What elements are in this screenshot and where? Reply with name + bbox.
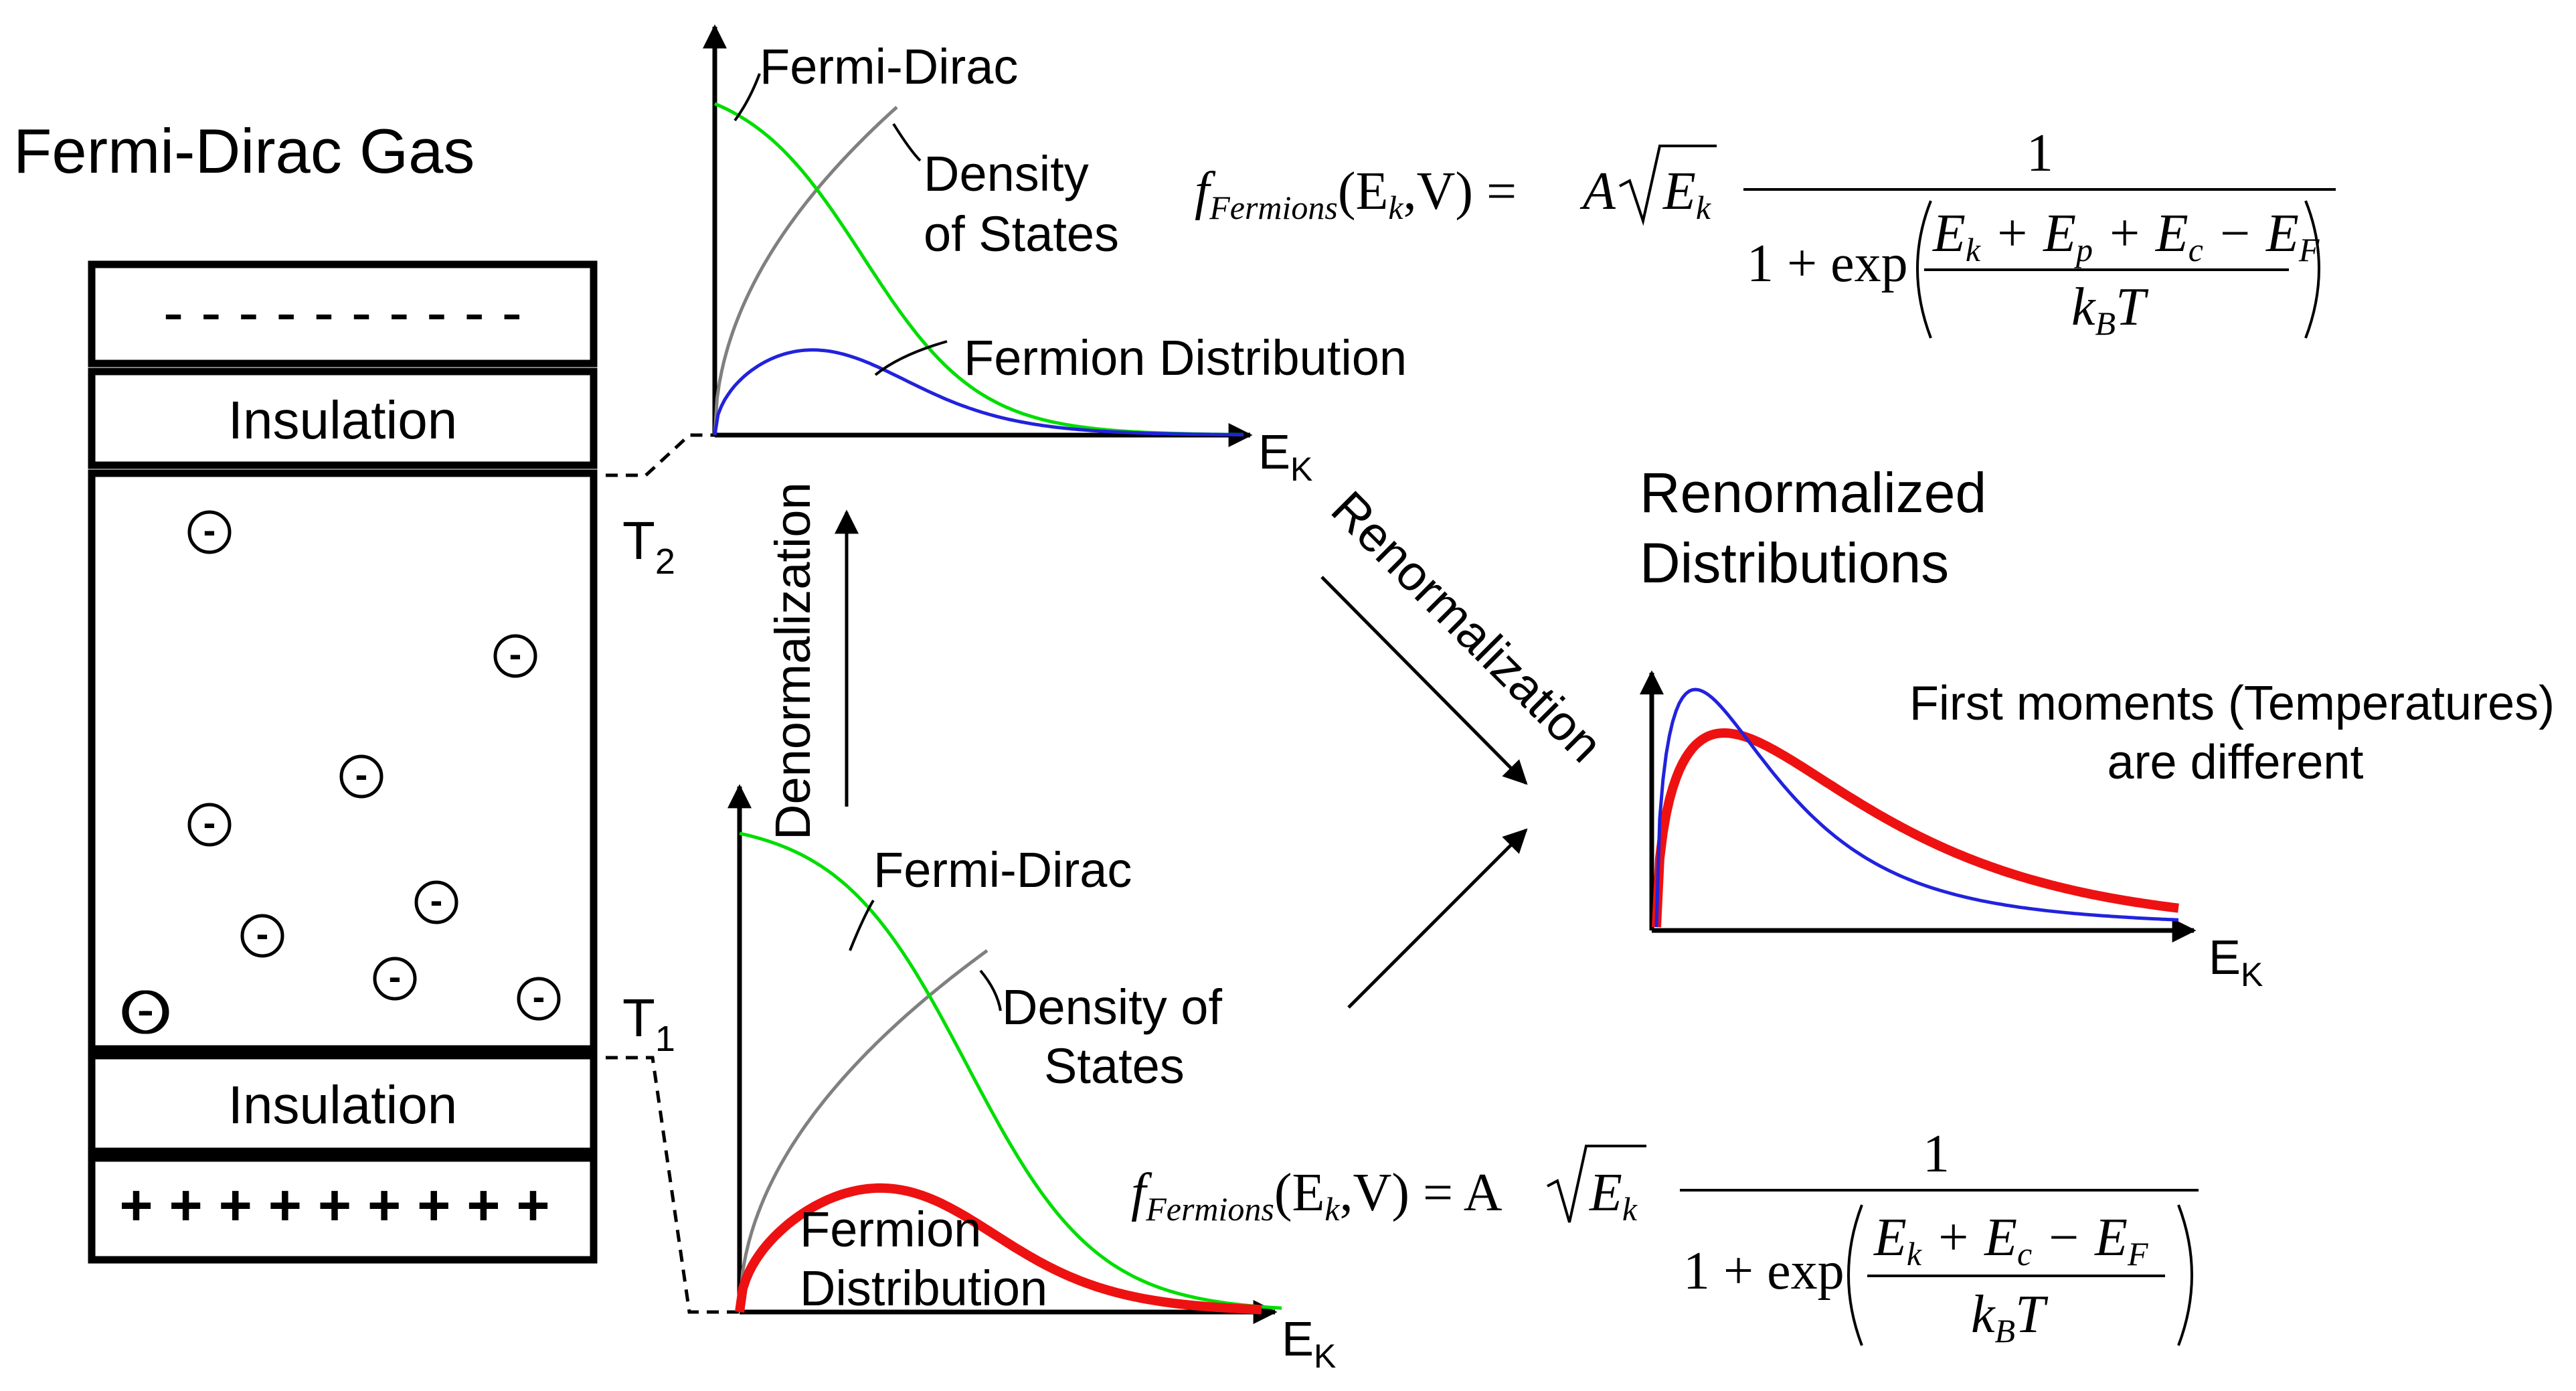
- formula-top-inner-numerator: Ek + Ep + Ec − EF: [1932, 204, 2320, 268]
- top-fermi-dirac-label: Fermi-Dirac: [760, 39, 1018, 94]
- formula-top-denominator-prefix: 1 + exp: [1747, 234, 1908, 293]
- bottom-fermi-dirac-leader: [849, 899, 875, 951]
- renormalized-plot: EK: [1640, 670, 2263, 993]
- bottom-plot: Fermi-Dirac Density of States Fermion Di…: [727, 784, 1336, 1375]
- top-insulation-layer: [88, 367, 598, 469]
- formula-top-inner-denominator: kBT: [2071, 278, 2149, 342]
- renormalized-title-line1: Renormalized: [1640, 461, 1986, 524]
- bottom-charge-layer: [88, 1154, 598, 1264]
- top-fermi-dirac-leader: [734, 73, 761, 122]
- first-moments-note-line2: are different: [2108, 736, 2364, 789]
- formula-bottom-inner-denominator: kBT: [1971, 1285, 2049, 1349]
- renormalized-axis-label: EK: [2209, 931, 2263, 993]
- electron-symbol: -: [533, 975, 545, 1017]
- gas-box: [88, 260, 598, 1264]
- electron-symbol: -: [389, 955, 402, 997]
- bottom-fermi-dirac-label: Fermi-Dirac: [873, 842, 1132, 898]
- renormalization-arrow: [1320, 576, 1528, 785]
- denormalization-label: Denormalization: [765, 482, 821, 840]
- top-plot: Fermi-Dirac Density of States Fermion Di…: [703, 24, 1407, 488]
- formula-bottom-denominator-prefix: 1 + exp: [1683, 1242, 1844, 1301]
- electron-symbol: -: [430, 879, 443, 921]
- electron: [373, 957, 417, 1001]
- top-axis-label: EK: [1258, 426, 1312, 488]
- formula-top-lhs: fFermions(Ek,V) =: [1195, 162, 1517, 226]
- fermions-formula-bottom: fFermions(Ek,V) = A Ek 1 1 + exp Ek + Ec…: [1131, 1125, 2199, 1349]
- renormalized-title-line2: Distributions: [1640, 531, 1949, 594]
- electron: [517, 977, 561, 1021]
- t2-label: T2: [622, 511, 675, 582]
- electron: [493, 634, 537, 678]
- electron: [339, 754, 383, 799]
- bottom-fermi-dirac-curve: [739, 831, 1282, 1310]
- top-fermion-leader: [874, 340, 948, 376]
- formula-bottom-sqrt: [1547, 1145, 1646, 1223]
- t2-connector: [606, 433, 715, 477]
- formula-top-left-paren: [1916, 200, 1932, 339]
- formula-top-coefficient: A: [1579, 162, 1616, 221]
- formula-top-numerator: 1: [2027, 124, 2053, 183]
- electron-group: ----------: [122, 509, 561, 1034]
- electron-symbol: -: [138, 989, 151, 1031]
- bottom-fermion-distribution-curve: [735, 1183, 1262, 1315]
- renormalized-t1-curve: [1652, 728, 2179, 928]
- formula-bottom-sqrt-arg: Ek: [1589, 1163, 1638, 1228]
- electron-symbol: -: [203, 509, 216, 551]
- top-dos-leader: [892, 122, 922, 162]
- first-moments-note-line1: First moments (Temperatures): [1909, 677, 2555, 730]
- bottom-axis-label: EK: [1282, 1313, 1336, 1375]
- formula-top-right-paren: [2304, 200, 2320, 339]
- top-fermion-distribution-curve: [713, 348, 1243, 436]
- renormalization-label: Renormalization: [1321, 481, 1614, 773]
- electron-symbol: -: [141, 989, 154, 1031]
- top-charge-layer: [88, 260, 598, 367]
- formula-bottom-right-paren: [2177, 1204, 2193, 1346]
- bottom-density-of-states-curve: [738, 949, 989, 1313]
- negative-charges: - - - - - - - - - -: [163, 278, 522, 347]
- renormalized-t2-curve: [1654, 687, 2179, 928]
- bottom-fermion-label-line2: Distribution: [800, 1260, 1047, 1316]
- electron: [187, 803, 232, 847]
- electron: [122, 990, 166, 1034]
- t1-label: T1: [622, 988, 675, 1059]
- electron: [240, 914, 284, 958]
- t1-connector: [606, 1056, 740, 1314]
- formula-bottom-numerator: 1: [1923, 1125, 1950, 1183]
- electron-symbol: -: [256, 912, 269, 955]
- formula-bottom-lhs: fFermions(Ek,V) = A: [1131, 1163, 1502, 1228]
- electron-symbol: -: [355, 753, 368, 795]
- formula-top-sqrt: [1619, 145, 1717, 226]
- formula-top-sqrt-arg: Ek: [1662, 162, 1711, 226]
- electron: [414, 880, 458, 924]
- formula-bottom-inner-numerator: Ek + Ec − EF: [1873, 1208, 2148, 1273]
- formula-bottom-left-paren: [1847, 1204, 1863, 1346]
- insulation-top-label: Insulation: [228, 390, 457, 450]
- insulation-bottom-label: Insulation: [228, 1075, 457, 1135]
- bottom-dos-label-line1: Density of: [1002, 979, 1222, 1035]
- electron: [187, 510, 232, 554]
- top-fermion-label: Fermion Distribution: [964, 330, 1407, 386]
- top-density-of-states-curve: [713, 106, 898, 436]
- positive-charges: + + + + + + + + +: [119, 1173, 549, 1238]
- electron-symbol: -: [203, 801, 216, 843]
- top-dos-label-line2: of States: [924, 206, 1119, 262]
- denormalized-merge-arrow: [1347, 828, 1528, 1009]
- electron-symbol: -: [509, 633, 522, 675]
- bottom-dos-label-line2: States: [1044, 1038, 1185, 1094]
- gas-chamber: [88, 469, 598, 1053]
- bottom-dos-leader: [979, 969, 1002, 1011]
- top-dos-label-line1: Density: [924, 146, 1089, 201]
- bottom-insulation-layer: [88, 1052, 598, 1155]
- bottom-fermion-label-line1: Fermion: [800, 1202, 981, 1257]
- fermions-formula-top: fFermions(Ek,V) = A Ek 1 1 + exp Ek + Ep…: [1195, 124, 2336, 342]
- gas-title: Fermi-Dirac Gas: [13, 116, 475, 186]
